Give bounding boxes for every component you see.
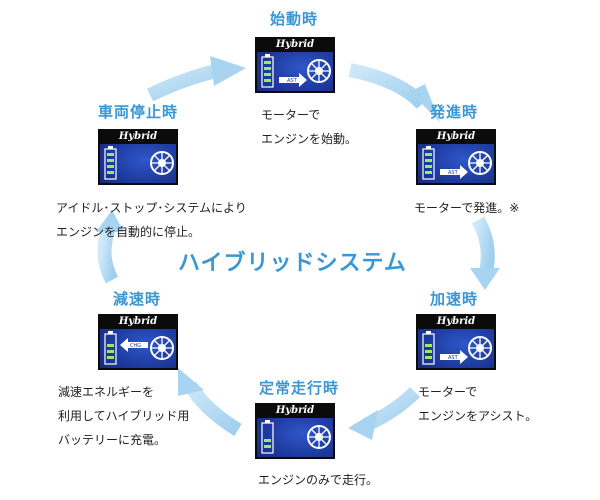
cruise-desc: エンジンのみで走行。	[258, 473, 379, 487]
accel-desc: モーターで エンジンをアシスト。	[418, 385, 538, 423]
battery-engine-icon	[104, 146, 174, 180]
battery-charge-icon: CHG	[104, 331, 174, 365]
diagram-title: ハイブリッドシステム	[178, 251, 407, 276]
stop-desc: アイドル･ストップ･システムにより エンジンを自動的に停止。	[56, 201, 247, 239]
arrow-decel-to-stop-head	[96, 210, 124, 232]
battery-engine-icon	[261, 420, 331, 454]
stop-panel: Hybrid	[98, 129, 178, 185]
accel-badge: AST	[448, 355, 459, 361]
takeoff-badge: AST	[448, 170, 459, 176]
start-title: 始動時	[270, 10, 319, 28]
battery-assist-icon: AST	[422, 331, 492, 365]
decel-badge: CHG	[130, 343, 141, 349]
arrow-cruise-to-decel	[183, 381, 242, 436]
battery-assist-icon: AST	[261, 54, 331, 88]
arrow-start-to-takeoff-head	[410, 84, 440, 122]
start-desc: モーターで エンジンを始動。	[261, 108, 358, 146]
arrow-takeoff-to-accel-head	[470, 268, 500, 290]
hybrid-logo: Hybrid	[100, 131, 176, 144]
arrow-start-to-takeoff	[348, 63, 428, 109]
accel-panel: Hybrid AST	[416, 314, 496, 370]
takeoff-desc: モーターで発進。※	[414, 201, 520, 215]
cruise-title: 定常走行時	[259, 379, 340, 397]
takeoff-title: 発進時	[430, 103, 479, 121]
start-panel: Hybrid AST	[255, 37, 335, 93]
hybrid-logo: Hybrid	[418, 316, 494, 329]
stop-title: 車両停止時	[98, 103, 179, 121]
takeoff-panel: Hybrid AST	[416, 129, 496, 185]
battery-assist-icon: AST	[422, 146, 492, 180]
decel-title: 減速時	[113, 290, 162, 308]
start-badge: AST	[287, 78, 298, 84]
hybrid-logo: Hybrid	[100, 316, 176, 329]
arrow-stop-to-start	[146, 63, 222, 102]
arrow-accel-to-cruise-head	[348, 410, 378, 440]
decel-panel: Hybrid CHG	[98, 314, 178, 370]
hybrid-logo: Hybrid	[418, 131, 494, 144]
accel-title: 加速時	[430, 290, 479, 308]
arrow-cruise-to-decel-head	[178, 368, 204, 396]
cruise-panel: Hybrid	[255, 403, 335, 459]
arrow-takeoff-to-accel	[471, 216, 495, 274]
hybrid-logo: Hybrid	[257, 405, 333, 418]
decel-desc: 減速エネルギーを 利用してハイブリッド用 バッテリーに充電。	[58, 385, 190, 447]
hybrid-logo: Hybrid	[257, 39, 333, 52]
arrow-stop-to-start-head	[210, 56, 246, 86]
